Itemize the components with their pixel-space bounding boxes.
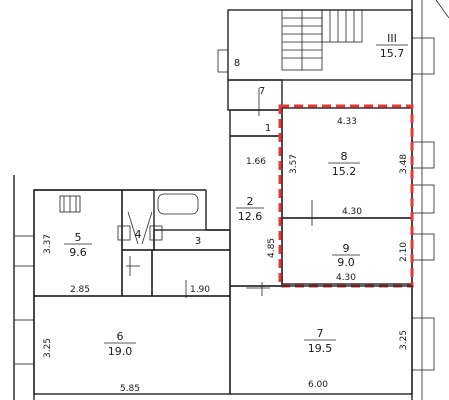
- dim-3-25-right: 3.25: [399, 330, 409, 350]
- stair-treads-2: [329, 10, 355, 42]
- room-6: 3.25 6 19.0 5.85: [33, 295, 231, 395]
- dim-3-37: 3.37: [43, 234, 53, 254]
- stairwell: III 15.7 8: [217, 9, 413, 81]
- dim-5-85: 5.85: [120, 384, 140, 394]
- right-outer-wall: [411, 0, 449, 400]
- dim-3-25-left: 3.25: [43, 338, 53, 358]
- room-2: 1.66 2 12.6 4.85: [229, 135, 283, 296]
- room-5-number: 5: [75, 231, 82, 244]
- room-6-area: 19.0: [108, 345, 133, 358]
- room-7-number: 7: [317, 327, 324, 340]
- dim-3-48: 3.48: [399, 154, 409, 174]
- room-8: 4.33 3.57 3.48 8 15.2 4.30: [281, 107, 413, 226]
- dim-3-57: 3.57: [289, 154, 299, 174]
- stair-treads: [282, 10, 322, 70]
- dim-4-30-b: 4.30: [336, 273, 356, 283]
- label-1: 1: [265, 123, 271, 134]
- room-2-number: 2: [247, 195, 254, 208]
- room-2-area: 12.6: [238, 210, 263, 223]
- room-5: 3.37 5 9.6 2.85: [33, 189, 123, 297]
- room-6-number: 6: [117, 330, 124, 343]
- dim-4-30-a: 4.30: [342, 207, 362, 217]
- room-4: 4: [117, 189, 199, 251]
- dim-4-85: 4.85: [267, 238, 277, 258]
- room-9-area: 9.0: [337, 256, 355, 269]
- room-8-number: 8: [341, 150, 348, 163]
- room-7-area: 19.5: [308, 342, 333, 355]
- dim-4-33: 4.33: [337, 117, 357, 127]
- dim-6-00: 6.00: [308, 380, 328, 390]
- dim-1-66: 1.66: [246, 157, 266, 167]
- label-8: 8: [234, 58, 240, 69]
- dim-2-10: 2.10: [399, 242, 409, 262]
- label-7: 7: [259, 86, 265, 97]
- room-4-number: 4: [135, 228, 142, 241]
- label-3: 3: [195, 236, 201, 247]
- room-1: 1: [229, 109, 283, 137]
- dim-2-85: 2.85: [70, 285, 90, 295]
- room-8-area: 15.2: [332, 165, 357, 178]
- room-7: 7 19.5 3.25 6.00: [229, 285, 413, 395]
- room-5-area: 9.6: [69, 246, 87, 259]
- room-III-number: III: [387, 32, 397, 45]
- dim-1-90: 1.90: [190, 285, 210, 295]
- room-9-number: 9: [343, 242, 350, 255]
- room-9: 9 9.0 2.10 4.30: [281, 217, 413, 285]
- room-III-area: 15.7: [380, 47, 405, 60]
